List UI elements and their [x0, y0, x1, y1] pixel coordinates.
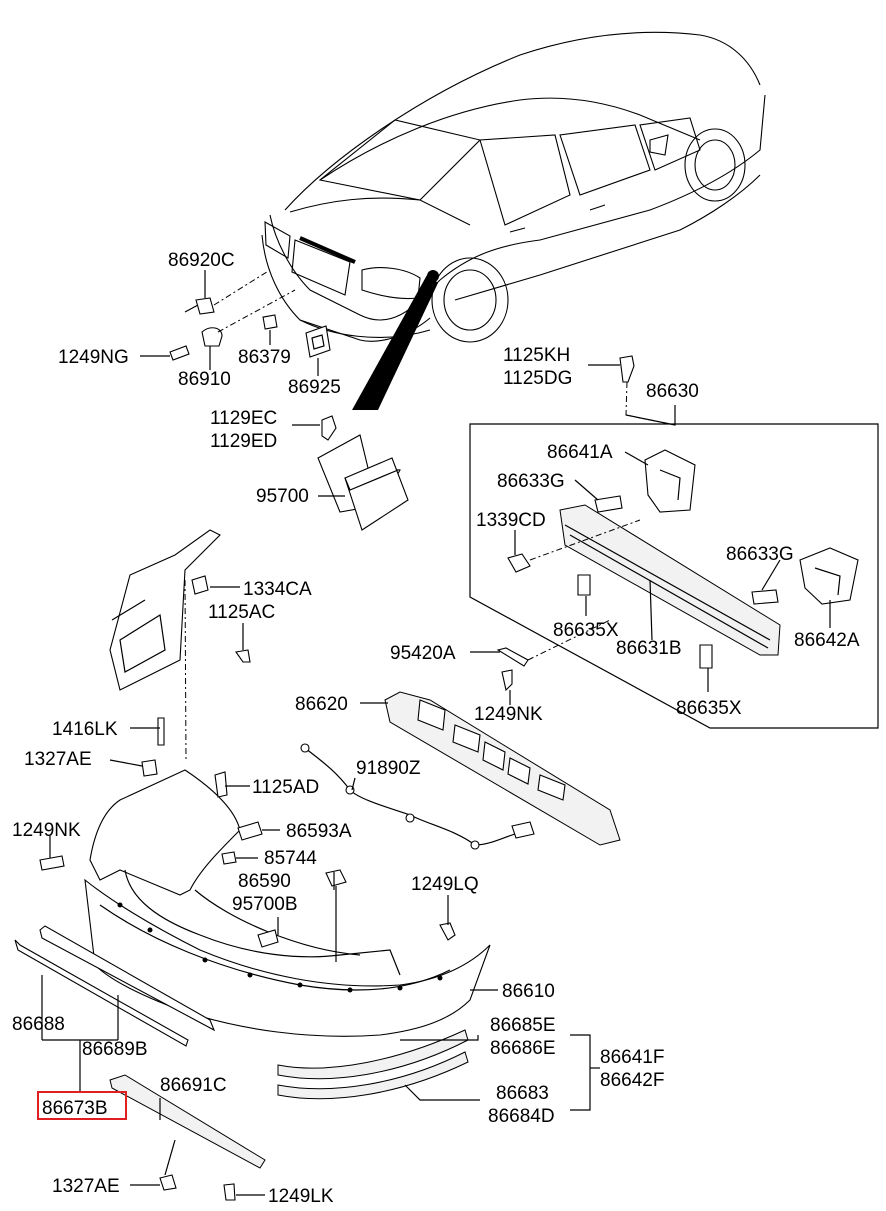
label-1125AD: 1125AD [252, 777, 319, 798]
molding-86688 [14, 939, 189, 1047]
assy-86630-box [469, 423, 879, 729]
label-1249NK-upper: 1249NK [474, 704, 543, 725]
reinforcement-86631B [507, 449, 859, 669]
absorber-86620 [384, 691, 621, 846]
label-86610: 86610 [502, 981, 555, 1002]
label-86920C: 86920C [168, 250, 235, 271]
label-91890Z: 91890Z [356, 758, 421, 779]
label-86635X-lower: 86635X [676, 698, 742, 719]
car-body-illustration [261, 31, 766, 343]
label-86641F: 86641F [600, 1047, 664, 1068]
label-86590: 86590 [238, 871, 291, 892]
label-86925: 86925 [288, 377, 341, 398]
label-95700: 95700 [256, 486, 309, 507]
label-86691C: 86691C [160, 1075, 227, 1096]
label-86642F: 86642F [600, 1070, 664, 1091]
bracket-86673B [109, 1074, 266, 1169]
label-86673B-highlighted[interactable]: 86673B [42, 1098, 108, 1119]
label-86620: 86620 [295, 694, 348, 715]
label-86688: 86688 [12, 1014, 65, 1035]
label-86633G-left: 86633G [497, 471, 565, 492]
molding-86689B [39, 925, 216, 1032]
label-86686E: 86686E [490, 1038, 556, 1059]
label-86593A: 86593A [286, 821, 352, 842]
label-86379: 86379 [238, 347, 291, 368]
label-1249NG: 1249NG [58, 347, 129, 368]
label-1327AE-upper: 1327AE [24, 749, 92, 770]
label-86684D: 86684D [488, 1106, 555, 1127]
trunk-fasteners [169, 269, 331, 361]
reflector-86683 [277, 1051, 469, 1100]
label-1129ED: 1129ED [210, 431, 277, 452]
label-1249LK: 1249LK [268, 1186, 334, 1207]
label-95700B: 95700B [232, 894, 298, 915]
highlight-box [37, 1091, 127, 1120]
label-86683: 86683 [496, 1083, 549, 1104]
label-86631B: 86631B [616, 638, 682, 659]
label-1129EC: 1129EC [210, 408, 277, 429]
module-95700 [317, 415, 409, 531]
label-1249LQ: 1249LQ [411, 874, 479, 895]
label-1249NK-lower: 1249NK [12, 820, 81, 841]
leader-lines [41, 270, 831, 1196]
quarter-panel [109, 529, 221, 761]
label-86642A: 86642A [794, 630, 860, 651]
label-1125AC: 1125AC [208, 602, 275, 623]
label-1334CA: 1334CA [243, 579, 312, 600]
label-86635X-upper: 86635X [553, 620, 619, 641]
label-86630: 86630 [646, 381, 699, 402]
label-86685E: 86685E [490, 1015, 556, 1036]
label-1327AE-lower: 1327AE [52, 1176, 120, 1197]
label-1125KH: 1125KH [503, 345, 570, 366]
label-1339CD: 1339CD [476, 510, 546, 531]
label-95420A: 95420A [390, 643, 456, 664]
label-86910: 86910 [178, 369, 231, 390]
label-86689B: 86689B [82, 1039, 148, 1060]
label-1416LK: 1416LK [52, 719, 118, 740]
pointer-wedge [352, 275, 438, 410]
label-85744: 85744 [264, 848, 317, 869]
label-1125DG: 1125DG [503, 368, 572, 389]
label-86633G-right: 86633G [726, 544, 794, 565]
label-86641A: 86641A [547, 442, 613, 463]
